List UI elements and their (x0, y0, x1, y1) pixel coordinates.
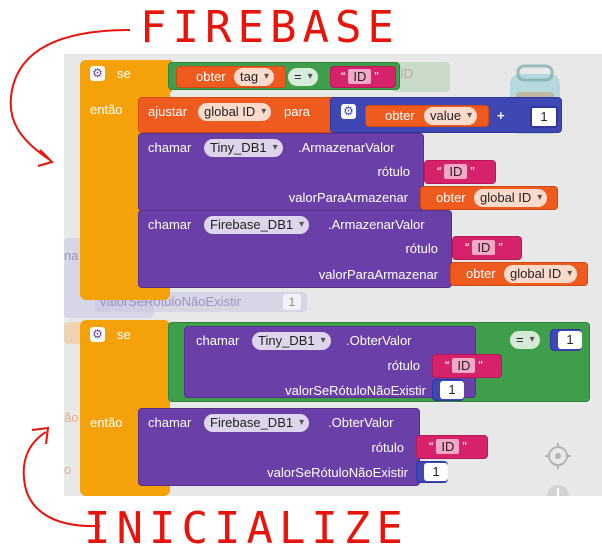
gear-icon[interactable]: ⚙ (90, 66, 105, 81)
global-var-dropdown[interactable]: global ID (504, 265, 578, 283)
tag-string[interactable]: “ID” (437, 164, 475, 179)
default-label: valorSeRótuloNãoExistir (267, 465, 408, 480)
annotation-top: FIREBASE (140, 2, 400, 53)
to-label: para (284, 104, 311, 119)
number-input[interactable]: 1 (558, 331, 582, 349)
number-input[interactable]: 1 (424, 463, 448, 481)
gear-icon[interactable]: ⚙ (341, 104, 356, 119)
store-value-label: valorParaArmazenar (318, 267, 438, 282)
number-input[interactable]: 1 (440, 381, 464, 399)
tag-string-value[interactable]: ID (348, 69, 372, 84)
global-var-dropdown[interactable]: global ID (474, 189, 548, 207)
equals-dropdown[interactable]: = (510, 331, 540, 349)
tag-string[interactable]: “ID” (465, 240, 503, 255)
then-label: então (90, 102, 123, 117)
tag-string[interactable]: “ID” (341, 69, 379, 84)
get-label: obter (466, 266, 496, 281)
component-dropdown[interactable]: Firebase_DB1 (204, 414, 310, 432)
call-label: chamar (148, 415, 192, 430)
equals-dropdown[interactable]: = (288, 68, 318, 86)
ghost-string: ID (400, 66, 413, 81)
get-label: obter (385, 108, 415, 123)
ghost-green-block (392, 62, 450, 92)
tag-label: rótulo (387, 358, 420, 373)
method-label: .ArmazenarValor (298, 140, 395, 155)
call-label: chamar (148, 140, 192, 155)
ghost-side-text-2: ão (64, 410, 79, 425)
tag-label: rótulo (405, 241, 438, 256)
value-dropdown[interactable]: value (424, 107, 478, 125)
store-value-label: valorParaArmazenar (288, 190, 408, 205)
method-label: .ObterValor (346, 333, 412, 348)
tag-string-value[interactable]: ID (436, 439, 460, 454)
arrow-icon (22, 426, 101, 528)
if-label: se (117, 327, 131, 342)
ghost-side-text-3: o (64, 462, 72, 477)
tag-string-value[interactable]: ID (472, 240, 496, 255)
method-label: .ObterValor (328, 415, 394, 430)
call-label: chamar (196, 333, 240, 348)
if-label: se (117, 66, 131, 81)
number-input[interactable]: 1 (530, 106, 558, 128)
default-label: valorSeRótuloNãoExistir (285, 383, 426, 398)
set-label: ajustar (148, 104, 188, 119)
tag-string-value[interactable]: ID (444, 164, 468, 179)
plus-label: + (497, 108, 505, 123)
ghost-default-value: 1 (283, 294, 301, 310)
then-label: então (90, 415, 123, 430)
annotation-bottom: INICIALIZE (84, 503, 409, 554)
tag-string-value[interactable]: ID (452, 358, 476, 373)
component-dropdown[interactable]: Tiny_DB1 (204, 139, 283, 157)
ghost-side-block (64, 322, 82, 344)
get-label: obter (436, 190, 466, 205)
tag-dropdown[interactable]: tag (234, 68, 275, 86)
call-label: chamar (148, 217, 192, 232)
component-dropdown[interactable]: Tiny_DB1 (252, 332, 331, 350)
method-label: .ArmazenarValor (328, 217, 425, 232)
ghost-text: na (64, 248, 79, 263)
tag-label: rótulo (371, 440, 404, 455)
target-icon[interactable] (544, 442, 572, 470)
arrow-icon (9, 29, 131, 167)
gear-icon[interactable]: ⚙ (90, 327, 105, 342)
get-label: obter (196, 69, 226, 84)
tag-string[interactable]: “ID” (445, 358, 483, 373)
zoom-in-icon[interactable] (544, 482, 572, 496)
set-var-dropdown[interactable]: global ID (198, 103, 272, 121)
tag-string[interactable]: “ID” (429, 439, 467, 454)
component-dropdown[interactable]: Firebase_DB1 (204, 216, 310, 234)
tag-label: rótulo (377, 164, 410, 179)
